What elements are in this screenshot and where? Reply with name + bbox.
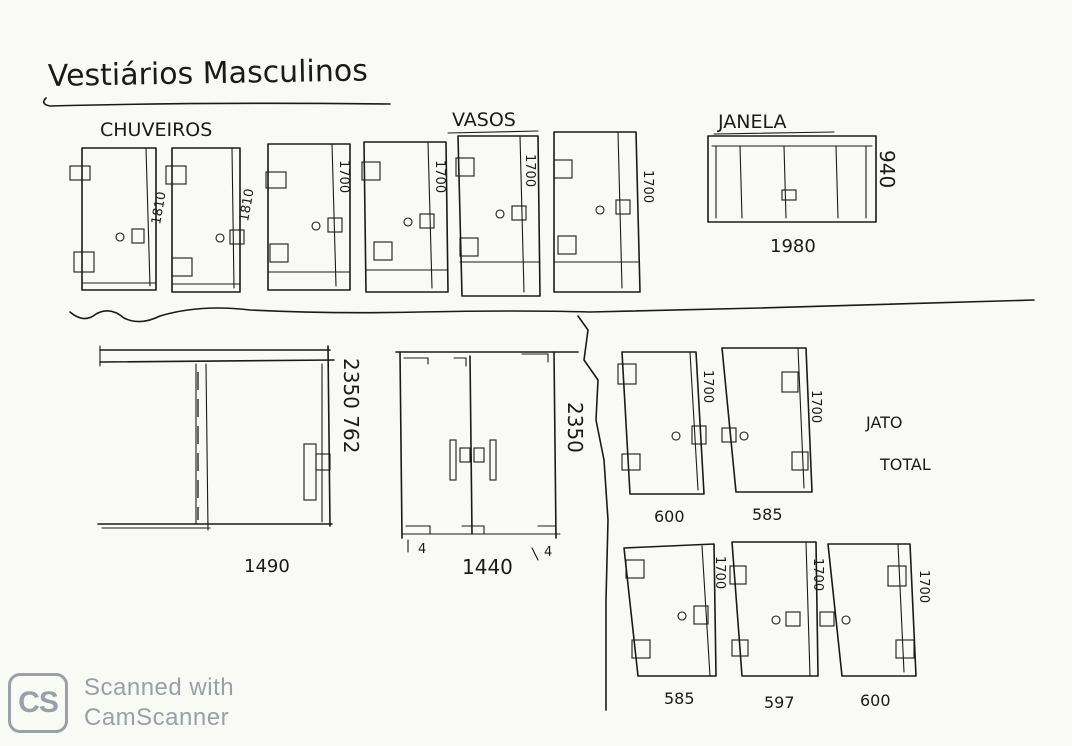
jato-bot-door-2 <box>729 541 819 677</box>
dim-vaso-4-height: 1700 <box>640 170 655 203</box>
dim-chuveiro-2-height: 1810 <box>237 187 258 222</box>
dim-vaso-3-height: 1700 <box>522 154 537 187</box>
vaso-door-1 <box>265 143 351 291</box>
janela-underline <box>713 131 835 135</box>
watermark-line-2: CamScanner <box>84 704 230 731</box>
chuveiro-door-1 <box>69 147 157 291</box>
dim-porta-width: 1490 <box>244 556 290 577</box>
page-title: Vestiários Masculinos <box>48 53 369 94</box>
dim-jato-bot-3-height: 1700 <box>916 570 931 603</box>
watermark-line-1: Scanned with <box>84 674 235 701</box>
vertical-divider <box>577 315 609 711</box>
dim-chuveiro-1-height: 1810 <box>149 190 170 225</box>
dim-jato-top-2-height: 1700 <box>808 390 823 423</box>
dim-porta-height: 2350 762 <box>339 358 363 453</box>
dim-vaso-1-height: 1700 <box>336 160 351 193</box>
dim-porta-dupla-width: 1440 <box>462 555 513 579</box>
dim-jato-bot-3-width: 600 <box>860 691 891 710</box>
dim-jato-top-1-width: 600 <box>654 507 685 526</box>
label-vasos: VASOS <box>452 109 516 131</box>
label-chuveiros: CHUVEIROS <box>100 119 212 141</box>
camscanner-text: Scanned with CamScanner <box>84 673 234 733</box>
label-janela: JANELA <box>717 111 787 133</box>
vaso-door-3 <box>455 135 541 297</box>
dim-jato-bot-2-width: 597 <box>764 693 795 712</box>
mark-porta-dupla-right: 4 <box>544 545 552 560</box>
camscanner-watermark: CS Scanned with CamScanner <box>8 670 278 736</box>
vaso-door-2 <box>361 141 449 293</box>
horizontal-divider <box>69 299 1035 323</box>
dim-jato-bot-1-width: 585 <box>664 689 695 708</box>
dim-porta-dupla-height: 2350 <box>563 402 587 453</box>
dim-janela-width: 1980 <box>770 236 816 257</box>
label-total: TOTAL <box>879 455 931 474</box>
chuveiro-door-2 <box>165 147 245 293</box>
dim-jato-bot-1-height: 1700 <box>712 556 727 589</box>
vasos-underline <box>447 130 539 134</box>
camscanner-logo: CS <box>8 673 68 733</box>
dim-janela-height: 940 <box>875 150 899 188</box>
jato-top-door-1 <box>617 351 707 495</box>
vaso-door-4 <box>553 131 641 293</box>
janela-window <box>707 135 877 223</box>
jato-bot-door-1 <box>623 543 717 677</box>
jato-bot-door-3 <box>819 543 917 677</box>
porta-simples <box>97 345 335 531</box>
dim-jato-top-1-height: 1700 <box>700 370 715 403</box>
mark-porta-dupla-left: 4 <box>418 542 426 557</box>
dim-jato-top-2-width: 585 <box>752 505 783 524</box>
porta-dupla <box>395 351 579 539</box>
porta-dupla-tick-right <box>531 547 539 561</box>
label-jato: JATO <box>865 413 903 432</box>
dim-vaso-2-height: 1700 <box>432 160 447 193</box>
title-underline <box>42 97 391 107</box>
dim-jato-bot-2-height: 1700 <box>810 558 825 591</box>
jato-top-door-2 <box>721 347 813 493</box>
